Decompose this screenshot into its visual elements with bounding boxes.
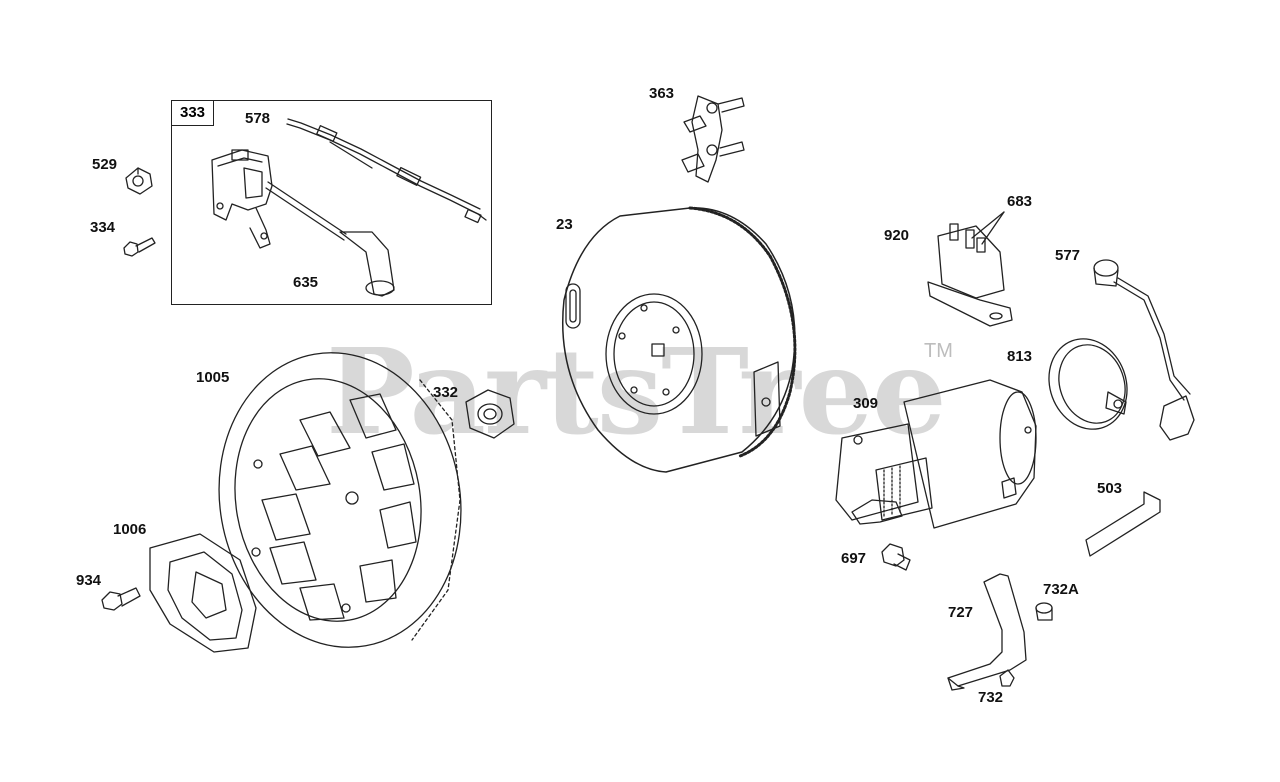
part-363-bracket[interactable] bbox=[681, 95, 745, 183]
part-503-key[interactable] bbox=[1085, 491, 1161, 557]
part-732A-stud[interactable] bbox=[1035, 602, 1053, 621]
label-813[interactable]: 813 bbox=[1007, 348, 1033, 365]
part-727-bracket[interactable] bbox=[947, 573, 1027, 691]
part-334-screw[interactable] bbox=[123, 237, 156, 257]
label-363[interactable]: 363 bbox=[649, 85, 675, 102]
label-732A[interactable]: 732A bbox=[1043, 581, 1079, 598]
part-332-nut[interactable] bbox=[465, 389, 515, 439]
label-332[interactable]: 332 bbox=[433, 384, 459, 401]
label-683[interactable]: 683 bbox=[1007, 193, 1033, 210]
label-934[interactable]: 934 bbox=[76, 572, 102, 589]
label-529[interactable]: 529 bbox=[92, 156, 118, 173]
part-920-solenoid[interactable] bbox=[927, 211, 1013, 327]
label-697[interactable]: 697 bbox=[841, 550, 867, 567]
part-578-wire-harness[interactable] bbox=[286, 118, 487, 224]
kit-box-333 bbox=[171, 100, 492, 305]
label-23[interactable]: 23 bbox=[556, 216, 573, 233]
label-727[interactable]: 727 bbox=[948, 604, 974, 621]
part-309-starter-motor[interactable] bbox=[835, 379, 1037, 529]
label-1006[interactable]: 1006 bbox=[113, 521, 147, 538]
part-1005-fan[interactable] bbox=[196, 333, 484, 666]
part-813-clamp[interactable] bbox=[1037, 328, 1140, 440]
label-635[interactable]: 635 bbox=[293, 274, 319, 291]
part-23-flywheel[interactable] bbox=[561, 206, 797, 473]
part-635-ignition-module[interactable] bbox=[211, 149, 395, 297]
part-529-grommet[interactable] bbox=[125, 167, 153, 195]
part-697-bolt[interactable] bbox=[881, 543, 911, 571]
label-309[interactable]: 309 bbox=[853, 395, 879, 412]
label-920[interactable]: 920 bbox=[884, 227, 910, 244]
label-503[interactable]: 503 bbox=[1097, 480, 1123, 497]
part-732-nut[interactable] bbox=[999, 669, 1015, 687]
part-577-cable[interactable] bbox=[1093, 259, 1195, 441]
label-1005[interactable]: 1005 bbox=[196, 369, 230, 386]
kit-label-333[interactable]: 333 bbox=[171, 100, 214, 126]
part-1006-plate[interactable] bbox=[149, 533, 257, 653]
label-732[interactable]: 732 bbox=[978, 689, 1004, 706]
label-578[interactable]: 578 bbox=[245, 110, 271, 127]
label-334[interactable]: 334 bbox=[90, 219, 116, 236]
label-577[interactable]: 577 bbox=[1055, 247, 1081, 264]
part-934-screw[interactable] bbox=[101, 587, 141, 611]
